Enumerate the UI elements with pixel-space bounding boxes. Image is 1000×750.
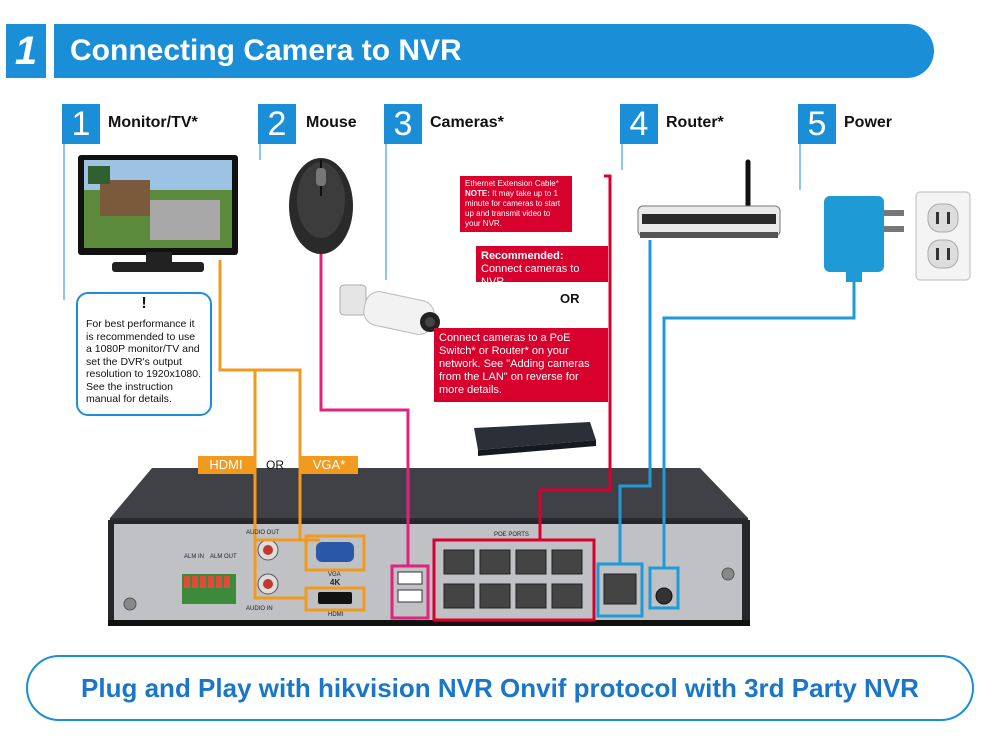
mouse-cable xyxy=(319,254,410,566)
recommended-label: Recommended: xyxy=(481,250,564,262)
alarm-out-label: ALM OUT xyxy=(210,554,237,560)
hdmi-port-label: HDMI xyxy=(328,612,344,618)
vga-port-highlight xyxy=(304,534,366,572)
step-number: 5 xyxy=(798,104,836,144)
footer-banner: Plug and Play with hikvision NVR Onvif p… xyxy=(26,655,974,721)
poe-ports-highlight xyxy=(432,538,596,622)
step-number: 4 xyxy=(620,104,658,144)
lan-port-icon xyxy=(603,573,637,605)
alarm-terminal xyxy=(182,574,236,604)
ethernet-note-box: Ethernet Extension Cable* NOTE: It may t… xyxy=(460,176,572,232)
poe-ports-label: POE PORTS xyxy=(494,532,529,538)
vga-label: VGA* xyxy=(300,456,358,474)
power-cable xyxy=(662,282,856,568)
poe-switch-note-box: Connect cameras to a PoE Switch* or Rout… xyxy=(434,328,608,402)
step-label: Mouse xyxy=(306,114,357,131)
alarm-in-label: ALM IN xyxy=(184,554,205,560)
section-number: 1 xyxy=(6,24,46,78)
exclamation-icon: ! xyxy=(141,295,147,312)
power-port-icon xyxy=(655,587,673,605)
or-label-video: OR xyxy=(266,458,284,472)
vga-port-icon xyxy=(316,542,354,562)
monitor-icon xyxy=(78,155,238,272)
section-title: Connecting Camera to NVR xyxy=(54,24,934,78)
poe-switch-icon xyxy=(474,422,596,456)
ethernet-note-label: NOTE: xyxy=(465,189,490,198)
hdmi-label: HDMI xyxy=(198,456,254,474)
4k-label: 4K xyxy=(330,578,341,587)
mouse-icon xyxy=(289,158,353,254)
router-icon xyxy=(637,159,781,238)
step-number: 2 xyxy=(258,104,296,144)
recommended-text: Connect cameras to NVR xyxy=(481,263,580,288)
poe-switch-note-text: Connect cameras to a PoE Switch* or Rout… xyxy=(439,332,590,396)
poe-ports-icon xyxy=(443,549,583,609)
power-adapter-icon xyxy=(824,196,904,282)
camera-cable xyxy=(538,174,612,540)
ground-screw-icon xyxy=(123,597,137,611)
ethernet-note-title: Ethernet Extension Cable* xyxy=(465,179,559,188)
tip-text: For best performance it is recommended t… xyxy=(86,318,202,405)
bullet-camera-icon xyxy=(339,284,440,335)
hdmi-port-icon xyxy=(318,592,352,604)
network-cable xyxy=(618,240,652,564)
video-cable xyxy=(218,260,320,600)
ethernet-note-text: It may take up to 1 minute for cameras t… xyxy=(465,189,561,228)
audio-in-label: AUDIO IN xyxy=(246,606,273,612)
step-label: Monitor/TV* xyxy=(108,114,198,131)
step-number: 1 xyxy=(62,104,100,144)
or-label: OR xyxy=(560,291,580,306)
vga-port-label: VGA xyxy=(328,572,341,578)
recommended-box: Recommended: Connect cameras to NVR xyxy=(476,246,608,288)
screw-icon xyxy=(721,567,735,581)
step-label: Cameras* xyxy=(430,114,504,131)
monitor-tip-box: ! For best performance it is recommended… xyxy=(76,292,212,416)
step-number: 3 xyxy=(384,104,422,144)
audio-out-label: AUDIO OUT xyxy=(246,530,280,536)
wall-outlet-icon xyxy=(915,191,971,281)
step-label: Power xyxy=(844,114,893,131)
usb-port-highlight xyxy=(390,564,430,620)
step-label: Router* xyxy=(666,114,724,131)
